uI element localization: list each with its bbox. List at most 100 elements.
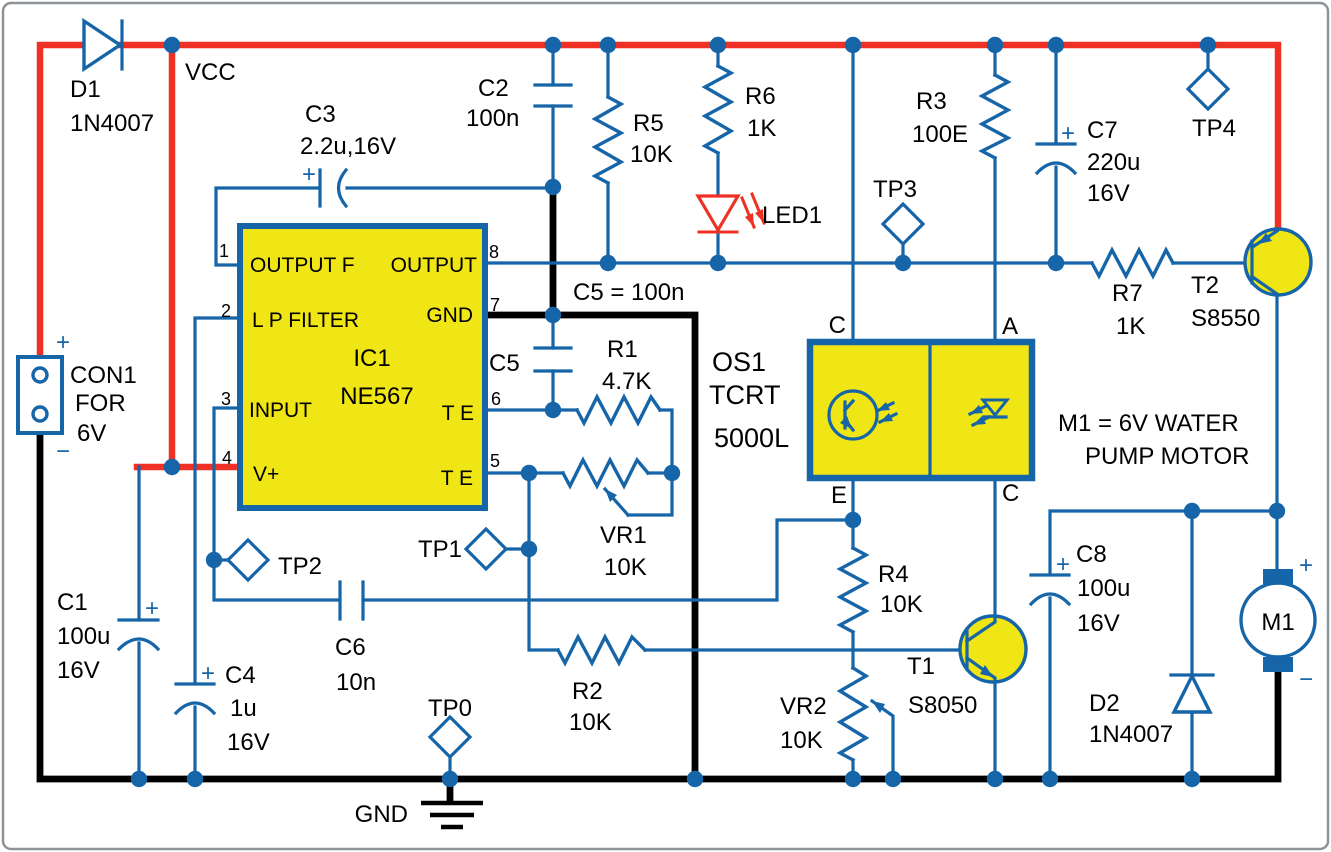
label-r4-value: 10K xyxy=(880,591,923,618)
os1-pin-c-top: C xyxy=(829,312,846,339)
label-c8-ref: C8 xyxy=(1076,541,1107,568)
testpoint-tp3: TP3 xyxy=(873,176,926,265)
label-tp0: TP0 xyxy=(428,695,472,722)
testpoint-tp0: TP0 xyxy=(427,695,473,781)
label-r6-value: 1K xyxy=(747,115,776,142)
label-d1-value: 1N4007 xyxy=(70,110,154,137)
label-c1-ref: C1 xyxy=(57,589,88,616)
ic1-pin5-num: 5 xyxy=(490,451,500,471)
label-vr1-ref: VR1 xyxy=(600,522,647,549)
label-tp3: TP3 xyxy=(873,176,917,203)
label-r7-ref: R7 xyxy=(1112,280,1143,307)
label-gnd: GND xyxy=(355,801,408,828)
ic1-pin4-label: V+ xyxy=(253,463,279,486)
capacitor-c5: C5 xyxy=(489,346,573,377)
label-r2-value: 10K xyxy=(569,709,612,736)
vcc-rail xyxy=(36,41,1282,471)
label-t2-part: S8550 xyxy=(1191,305,1260,332)
label-c8-value: 100u xyxy=(1077,575,1130,602)
ic1-pin1-label: OUTPUT F xyxy=(250,254,355,277)
label-vr2-value: 10K xyxy=(780,727,823,754)
label-r4-ref: R4 xyxy=(878,561,909,588)
label-m1-ref: M1 xyxy=(1261,609,1294,636)
capacitor-c7: + C7 220u 16V xyxy=(1034,117,1140,207)
ic1-pin4-num: 4 xyxy=(222,448,232,468)
potentiometer-vr2: VR2 10K xyxy=(780,665,885,763)
label-r6-ref: R6 xyxy=(745,83,776,110)
ir-led-icon xyxy=(967,398,1011,428)
resistor-r5: R5 10K xyxy=(591,94,673,186)
con1-pin2-icon xyxy=(31,405,49,423)
os1-ref: OS1 xyxy=(712,347,766,377)
label-c4-volt: 16V xyxy=(227,729,270,756)
label-c1-value: 100u xyxy=(57,623,110,650)
ic1-part: NE567 xyxy=(340,383,413,410)
c4-plus-sign: + xyxy=(201,660,215,687)
note-motor-line2: PUMP MOTOR xyxy=(1085,443,1249,470)
label-r7-value: 1K xyxy=(1116,313,1145,340)
ic1-pin3-label: INPUT xyxy=(249,399,312,422)
led1: LED1 xyxy=(695,192,822,234)
os1-tcrt5000: OS1 TCRT 5000L C A E C xyxy=(709,312,1036,509)
os1-pin-e-bottom: E xyxy=(831,482,847,509)
label-r5-value: 10K xyxy=(630,141,673,168)
capacitor-c6: C6 10n xyxy=(335,580,376,696)
motor-m1: M1 + − xyxy=(1239,552,1317,693)
c7-plus-sign: + xyxy=(1061,120,1075,147)
label-r5-ref: R5 xyxy=(633,110,664,137)
label-con1-line2: FOR xyxy=(75,390,126,417)
capacitor-c4: + C4 1u 16V xyxy=(173,660,270,756)
resistor-r3: R3 100E xyxy=(912,72,1012,161)
m1-minus-sign: − xyxy=(1299,666,1313,693)
label-c7-value: 220u xyxy=(1087,149,1140,176)
os1-pin-c-bottom: C xyxy=(1002,480,1019,507)
label-led1-ref: LED1 xyxy=(762,202,822,229)
label-c1-volt: 16V xyxy=(57,657,100,684)
os1-pin-a-top: A xyxy=(1002,313,1018,340)
c8-plus-sign: + xyxy=(1056,551,1070,578)
label-tp1: TP1 xyxy=(418,536,462,563)
phototransistor-icon xyxy=(827,389,879,441)
transistor-t1: T1 S8050 xyxy=(907,476,1028,781)
junction-dots xyxy=(130,36,1286,788)
ic1-pin1-num: 1 xyxy=(219,241,229,261)
ic1-pin7-label: GND xyxy=(426,304,473,327)
ic1-pin7-num: 7 xyxy=(490,295,500,315)
con1-plus-sign: + xyxy=(56,329,70,356)
transistor-t2: T2 S8550 xyxy=(1191,227,1313,513)
note-c5: C5 = 100n xyxy=(573,279,684,306)
label-r3-ref: R3 xyxy=(916,88,947,115)
label-vr1-value: 10K xyxy=(604,554,647,581)
label-d2-value: 1N4007 xyxy=(1089,721,1173,748)
capacitor-c8: + C8 100u 16V xyxy=(1028,541,1130,637)
label-con1-ref: CON1 xyxy=(70,362,137,389)
ic1-pin2-num: 2 xyxy=(221,301,231,321)
label-c3-ref: C3 xyxy=(305,101,336,128)
diode-d2: D2 1N4007 xyxy=(1089,672,1215,748)
label-vcc: VCC xyxy=(185,59,236,86)
label-r1-ref: R1 xyxy=(607,336,638,363)
label-c3-value: 2.2u,16V xyxy=(300,133,396,160)
ic1-pin6-num: 6 xyxy=(491,389,501,409)
con1-pin1-icon xyxy=(31,366,49,384)
label-c4-value: 1u xyxy=(230,695,257,722)
label-t2-ref: T2 xyxy=(1191,272,1219,299)
testpoint-tp2: TP2 xyxy=(225,537,322,583)
os1-part1: TCRT xyxy=(709,380,781,410)
resistor-r4: R4 10K xyxy=(836,545,923,635)
resistor-r1: R1 4.7K xyxy=(574,336,663,427)
testpoint-tp1: TP1 xyxy=(418,526,509,572)
m1-plus-sign: + xyxy=(1299,552,1313,579)
capacitor-c2: C2 100n xyxy=(466,75,573,132)
label-d1-ref: D1 xyxy=(70,76,101,103)
capacitor-c1: + C1 100u 16V xyxy=(57,589,161,684)
ic1-pin6-label: T E xyxy=(442,402,474,425)
diode-d1: D1 1N4007 xyxy=(70,17,154,137)
label-c7-ref: C7 xyxy=(1087,117,1118,144)
ic1-pin8-num: 8 xyxy=(489,242,499,262)
c3-plus-sign: + xyxy=(302,161,316,188)
label-tp2: TP2 xyxy=(278,553,322,580)
resistor-r2: R2 10K xyxy=(555,633,648,736)
con1-minus-sign: − xyxy=(56,438,70,465)
ic1-pin8-label: OUTPUT xyxy=(391,254,478,277)
